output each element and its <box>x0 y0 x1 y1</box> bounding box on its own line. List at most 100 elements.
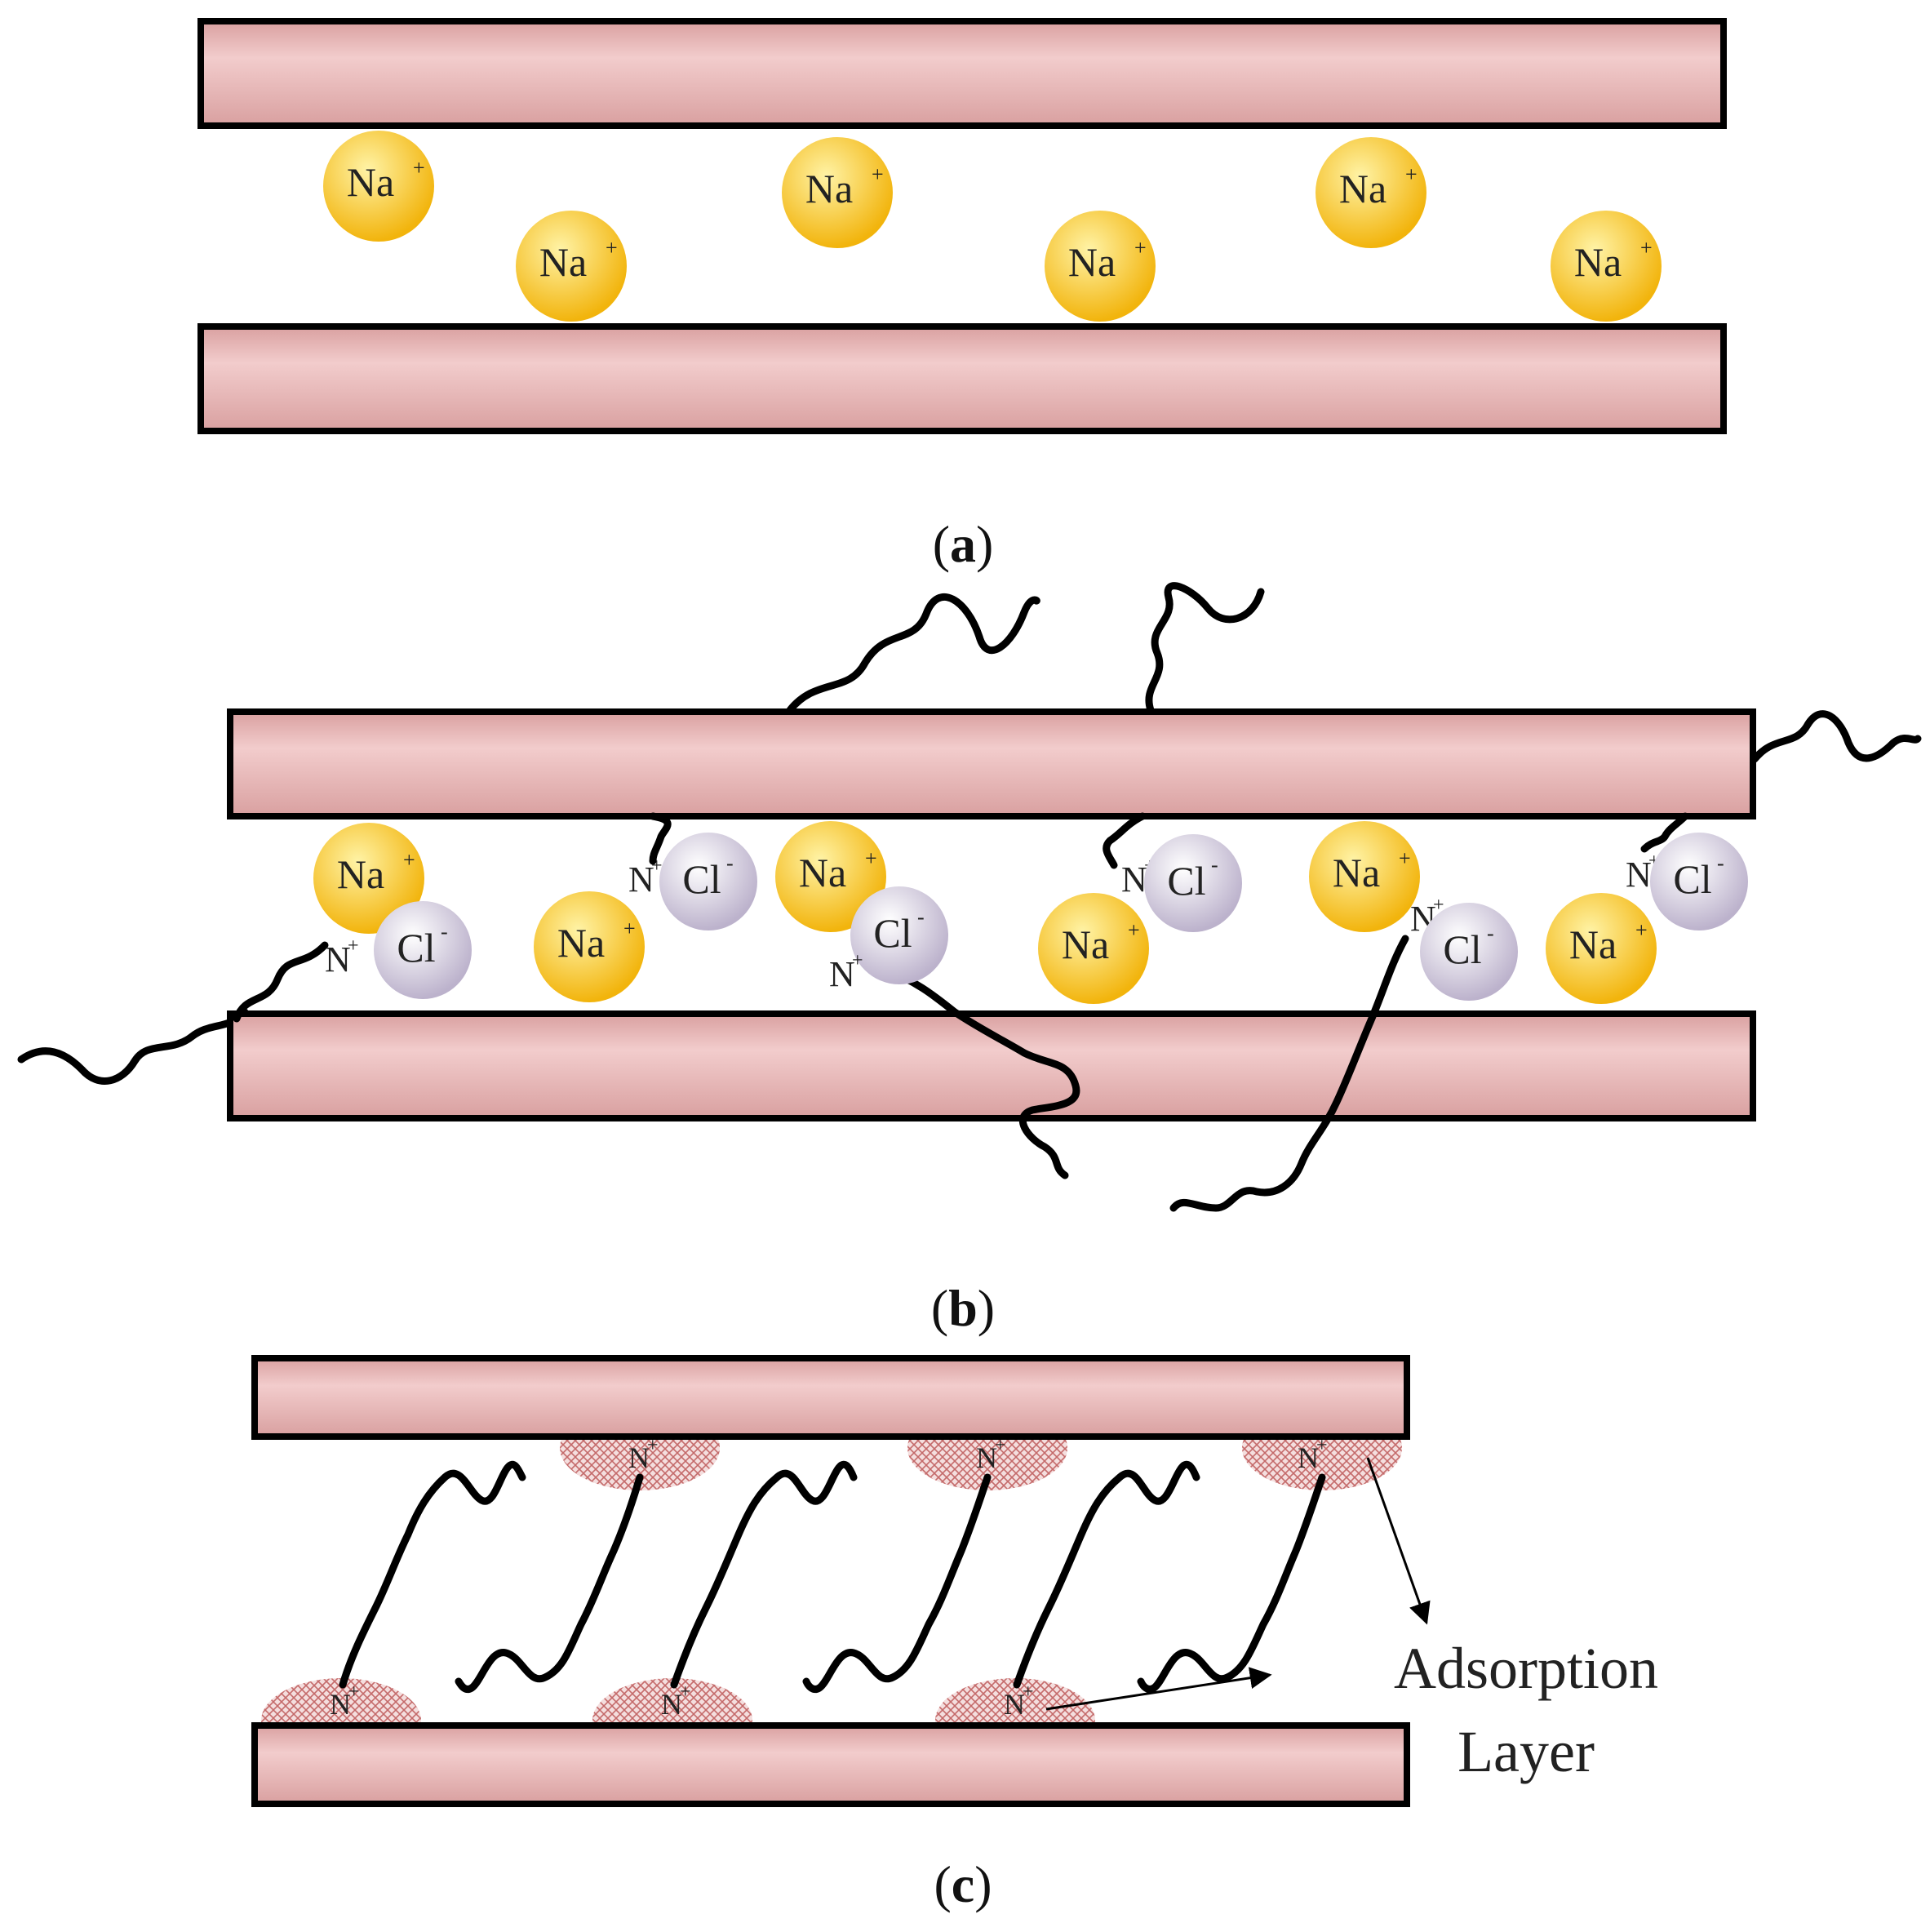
surfactant-chain <box>1145 582 1265 714</box>
nitrogen-head: N+ <box>829 950 863 994</box>
surfactant-chain <box>670 1460 858 1689</box>
nitrogen-head: N+ <box>1004 1681 1034 1721</box>
sodium-ion: Na+ <box>323 131 434 242</box>
nitrogen-charge: + <box>852 950 863 971</box>
panel-a: Na+ Na+ Na+ Na+ Na+ Na+ (a) <box>197 18 1727 573</box>
sodium-symbol: Na <box>1333 850 1380 895</box>
sodium-symbol: Na <box>557 920 605 966</box>
surfactant-chain <box>802 1473 992 1694</box>
surfactant-chain <box>649 812 672 865</box>
sodium-ion: Na+ <box>1316 137 1426 248</box>
sodium-ion-icon <box>775 821 886 932</box>
nitrogen-symbol: N <box>628 859 654 899</box>
nitrogen-symbol: N <box>829 954 855 994</box>
nitrogen-symbol: N <box>330 1688 351 1721</box>
sodium-ion: Na+ <box>516 211 627 322</box>
sodium-ion-icon <box>1309 821 1420 932</box>
nitrogen-head: N+ <box>325 935 359 979</box>
sodium-charge: + <box>1635 918 1648 942</box>
nitrogen-charge: + <box>1316 1435 1328 1456</box>
sodium-charge: + <box>1399 846 1411 870</box>
sodium-charge: + <box>865 846 877 870</box>
chloride-ion: Cl- <box>1420 903 1518 1001</box>
sodium-ion-icon <box>516 211 627 322</box>
nitrogen-symbol: N <box>661 1688 682 1721</box>
surfactant-chain <box>1750 710 1922 763</box>
surfactant-chain <box>339 1460 526 1689</box>
sodium-ion: Na + <box>313 823 424 934</box>
sodium-charge: + <box>1640 236 1653 260</box>
nitrogen-symbol: N <box>325 939 351 979</box>
sodium-charge: + <box>1134 236 1147 260</box>
sodium-ion-icon <box>782 137 893 248</box>
sodium-symbol: Na <box>1339 166 1386 211</box>
caption-b: (b) <box>931 1279 995 1337</box>
nitrogen-symbol: N <box>1004 1688 1025 1721</box>
chloride-ion: Cl- <box>659 833 757 930</box>
chloride-charge: - <box>1717 851 1724 875</box>
chloride-symbol: Cl <box>1443 926 1481 972</box>
sodium-ion: Na + <box>1309 821 1420 932</box>
arrow-icon <box>1366 1457 1431 1625</box>
surfactant-chain <box>1103 812 1147 869</box>
chloride-ion-icon <box>374 901 472 999</box>
sodium-symbol: Na <box>347 159 394 205</box>
clay-layer-top-c <box>251 1355 1410 1440</box>
panel-c: N+ N+ N+ N+ N+ N+ Adsorption Layer (c) <box>251 1355 1658 1913</box>
nitrogen-charge: + <box>1023 1681 1034 1703</box>
nitrogen-symbol: N <box>1121 859 1147 899</box>
surfactant-chain <box>455 1473 644 1694</box>
chloride-ion-icon <box>1650 833 1748 930</box>
surfactant-chain <box>1640 812 1689 853</box>
surfactant-chain <box>877 964 1080 1179</box>
sodium-symbol: Na <box>1068 239 1116 285</box>
chloride-ion: Cl- <box>1144 834 1242 932</box>
sodium-symbol: Na <box>1574 239 1622 285</box>
chloride-ion-icon <box>1144 834 1242 932</box>
sodium-charge: + <box>606 236 618 260</box>
nitrogen-charge: + <box>651 855 663 877</box>
sodium-symbol: Na <box>337 851 384 897</box>
sodium-ion: Na+ <box>775 821 886 932</box>
chloride-ion-icon <box>850 886 948 984</box>
sodium-ion-icon <box>323 131 434 242</box>
nitrogen-symbol: N <box>628 1441 650 1474</box>
chloride-symbol: Cl <box>1673 856 1711 902</box>
nitrogen-charge: + <box>1433 895 1444 916</box>
nitrogen-charge: + <box>348 1681 360 1703</box>
chloride-symbol: Cl <box>682 856 721 902</box>
nitrogen-symbol: N <box>1626 855 1652 895</box>
chloride-ion: Cl- <box>1650 833 1748 930</box>
arrow-icon <box>1045 1667 1272 1711</box>
sodium-ion-icon <box>1038 893 1149 1004</box>
surfactant-chain <box>1169 935 1409 1212</box>
sodium-ion-icon <box>1316 137 1426 248</box>
sodium-ion: Na+ <box>1546 893 1657 1004</box>
panel-b: Na+ Cl- N+ Na+ N+ Cl- Na+ Cl- N+ Na+ N+ … <box>17 582 1922 1337</box>
sodium-charge: + <box>872 162 884 186</box>
chloride-charge: - <box>1487 922 1494 945</box>
chloride-ion-icon <box>1420 903 1518 1001</box>
surfactant-chain <box>17 1008 249 1085</box>
sodium-ion: Na+ <box>1038 893 1149 1004</box>
sodium-ion-icon <box>1546 893 1657 1004</box>
surfactant-chain <box>1137 1473 1326 1694</box>
chloride-symbol: Cl <box>873 910 912 956</box>
chloride-charge: - <box>726 851 734 875</box>
nitrogen-charge: + <box>348 935 359 957</box>
chloride-symbol: Cl <box>397 925 435 970</box>
caption-a: (a) <box>933 515 994 573</box>
chloride-charge: - <box>917 905 925 929</box>
chloride-charge: - <box>1211 853 1218 877</box>
sodium-charge: + <box>403 848 415 872</box>
sodium-ion-icon <box>1551 211 1662 322</box>
chloride-symbol: Cl <box>1167 858 1205 904</box>
sodium-ion-icon <box>1045 211 1156 322</box>
chloride-ion: Cl- <box>374 901 472 999</box>
clay-layer-bottom-c <box>251 1722 1410 1807</box>
surfactant-chain <box>233 941 329 1023</box>
nitrogen-symbol: N <box>1298 1441 1319 1474</box>
nitrogen-head: N+ <box>330 1681 360 1721</box>
